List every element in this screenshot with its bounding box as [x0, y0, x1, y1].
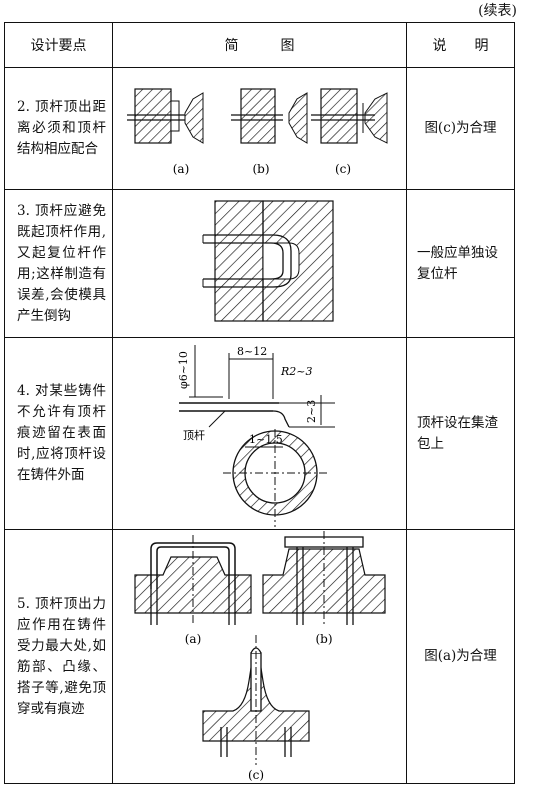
note-cell: 图(a)为合理	[406, 529, 515, 784]
label-a: (a)	[173, 162, 190, 176]
rod-label: 顶杆	[183, 428, 205, 442]
figure-cell: (a) (b) (c)	[112, 67, 407, 190]
note-cell: 一般应单独设复位杆	[406, 189, 515, 338]
table-row: 3. 顶杆应避免既起顶杆作用,又起复位杆作用;这样制造有误差,会使模具产生倒钩 …	[4, 189, 515, 338]
design-point-cell: 5. 顶杆顶出力应作用在铸件受力最大处,如筋部、凸缘、搭子等,避免顶穿或有痕迹	[4, 529, 113, 784]
figure-cell: φ6~10 8~12 R2~3 2~3 顶杆	[112, 337, 407, 530]
dim-diameter: φ6~10	[177, 351, 190, 389]
design-point-cell: 2. 顶杆顶出距离必须和顶杆结构相应配合	[4, 67, 113, 190]
ejector-distance-diagram: (a) (b) (c)	[127, 87, 388, 176]
reset-rod-diagram	[202, 199, 334, 322]
label-b: (b)	[252, 162, 269, 176]
continued-label: (续表)	[478, 3, 517, 19]
header-note: 说 明	[406, 22, 515, 68]
design-point-cell: 3. 顶杆应避免既起顶杆作用,又起复位杆作用;这样制造有误差,会使模具产生倒钩	[4, 189, 113, 338]
dim-gap: 1~1.5	[249, 433, 283, 446]
label-c: (c)	[335, 162, 351, 176]
note-cell: 顶杆设在集渣包上	[406, 337, 515, 530]
label-b: (b)	[315, 632, 332, 646]
dim-radius: R2~3	[280, 365, 313, 378]
overflow-ejector-diagram: φ6~10 8~12 R2~3 2~3 顶杆	[177, 344, 335, 527]
header-row: 设计要点 简 图 说 明	[4, 22, 515, 68]
dim-length: 8~12	[237, 345, 267, 358]
dim-height: 2~3	[305, 399, 318, 422]
table-row: 4. 对某些铸件不允许有顶杆痕迹留在表面时,应将顶杆设在铸件外面 φ6~10 8…	[4, 337, 515, 530]
table-row: 2. 顶杆顶出距离必须和顶杆结构相应配合	[4, 67, 515, 190]
design-point-cell: 4. 对某些铸件不允许有顶杆痕迹留在表面时,应将顶杆设在铸件外面	[4, 337, 113, 530]
design-table: 设计要点 简 图 说 明 2. 顶杆顶出距离必须和顶杆结构相应配合	[4, 22, 515, 784]
header-figure: 简 图	[112, 22, 407, 68]
note-cell: 图(c)为合理	[406, 67, 515, 190]
figure-cell: (a) (b) (c)	[112, 529, 407, 784]
figure-cell	[112, 189, 407, 338]
header-design-point: 设计要点	[4, 22, 113, 68]
label-c: (c)	[248, 768, 264, 782]
table-row: 5. 顶杆顶出力应作用在铸件受力最大处,如筋部、凸缘、搭子等,避免顶穿或有痕迹 …	[4, 529, 515, 784]
ejector-force-diagram: (a) (b) (c)	[134, 530, 386, 782]
label-a: (a)	[185, 632, 202, 646]
